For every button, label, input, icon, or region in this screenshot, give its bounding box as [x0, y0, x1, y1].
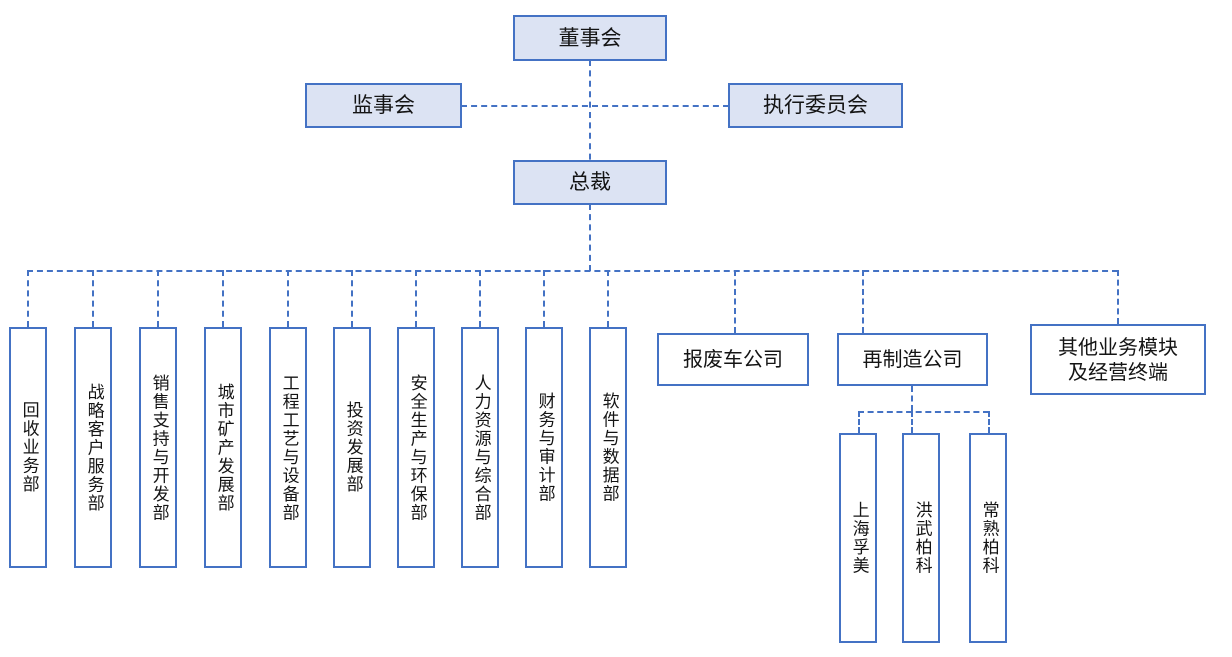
connector-drop-dept-5	[287, 270, 289, 327]
connector-subsidiary-bus	[858, 411, 989, 413]
node-label: 软件与数据部	[598, 392, 619, 503]
node-label: 投资发展部	[342, 401, 363, 494]
node-label: 回收业务部	[18, 401, 39, 494]
node-subsidiary-hongwu-baike[interactable]: 洪武柏科	[902, 433, 940, 643]
node-business-unit-remanufacturing-company[interactable]: 再制造公司	[837, 333, 988, 386]
node-label: 常熟柏科	[978, 501, 999, 575]
node-label: 战略客户服务部	[83, 382, 104, 513]
connector-president-to-bus	[589, 204, 591, 271]
connector-remanufacturing-stem	[911, 386, 913, 411]
connector-drop-dept-8	[479, 270, 481, 327]
node-business-unit-scrap-vehicle-company[interactable]: 报废车公司	[657, 333, 809, 386]
node-label: 城市矿产发展部	[213, 382, 234, 513]
node-department-sales-support-development[interactable]: 销售支持与开发部	[139, 327, 177, 568]
node-department-recycling-business[interactable]: 回收业务部	[9, 327, 47, 568]
node-label: 董事会	[558, 25, 622, 50]
connector-drop-dept-10	[607, 270, 609, 327]
node-department-human-resources-general[interactable]: 人力资源与综合部	[461, 327, 499, 568]
connector-drop-sub-3	[988, 411, 990, 433]
node-department-software-data[interactable]: 软件与数据部	[589, 327, 627, 568]
connector-drop-unit-3	[1117, 270, 1119, 324]
node-label: 上海孚美	[848, 501, 869, 575]
node-department-urban-mining-development[interactable]: 城市矿产发展部	[204, 327, 242, 568]
connector-drop-dept-4	[222, 270, 224, 327]
connector-drop-dept-2	[92, 270, 94, 327]
node-label: 执行委员会	[763, 93, 868, 118]
node-president[interactable]: 总裁	[513, 160, 667, 205]
node-label: 其他业务模块 及经营终端	[1058, 334, 1178, 384]
node-label: 工程工艺与设备部	[278, 373, 299, 522]
node-label: 监事会	[352, 93, 415, 118]
node-label: 总裁	[569, 170, 611, 195]
node-label: 再制造公司	[862, 347, 963, 371]
node-label: 安全生产与环保部	[406, 373, 427, 522]
node-label: 财务与审计部	[534, 392, 555, 503]
node-label: 销售支持与开发部	[148, 373, 169, 522]
connector-drop-sub-2	[911, 411, 913, 433]
node-subsidiary-shanghai-fumei[interactable]: 上海孚美	[839, 433, 877, 643]
connector-main-bus	[27, 270, 1118, 272]
node-department-finance-audit[interactable]: 财务与审计部	[525, 327, 563, 568]
connector-drop-dept-6	[351, 270, 353, 327]
node-subsidiary-changshu-baike[interactable]: 常熟柏科	[969, 433, 1007, 643]
connector-drop-dept-7	[415, 270, 417, 327]
node-label: 人力资源与综合部	[470, 373, 491, 522]
node-department-investment-development[interactable]: 投资发展部	[333, 327, 371, 568]
node-executive-committee[interactable]: 执行委员会	[728, 83, 903, 128]
node-board-of-supervisors[interactable]: 监事会	[305, 83, 462, 128]
connector-drop-dept-3	[157, 270, 159, 327]
connector-board-to-president	[589, 60, 591, 170]
node-business-unit-other-modules[interactable]: 其他业务模块 及经营终端	[1030, 324, 1206, 395]
node-department-engineering-process-equipment[interactable]: 工程工艺与设备部	[269, 327, 307, 568]
connector-drop-dept-9	[543, 270, 545, 327]
node-department-safety-production-environment[interactable]: 安全生产与环保部	[397, 327, 435, 568]
node-label: 报废车公司	[683, 347, 783, 371]
connector-drop-dept-1	[27, 270, 29, 327]
connector-drop-unit-2	[862, 270, 864, 333]
connector-drop-unit-1	[734, 270, 736, 333]
node-board-of-directors[interactable]: 董事会	[513, 15, 667, 61]
node-label: 洪武柏科	[911, 501, 932, 575]
connector-supervisors-to-exec	[461, 105, 729, 107]
node-department-strategic-customer-service[interactable]: 战略客户服务部	[74, 327, 112, 568]
connector-drop-sub-1	[858, 411, 860, 433]
